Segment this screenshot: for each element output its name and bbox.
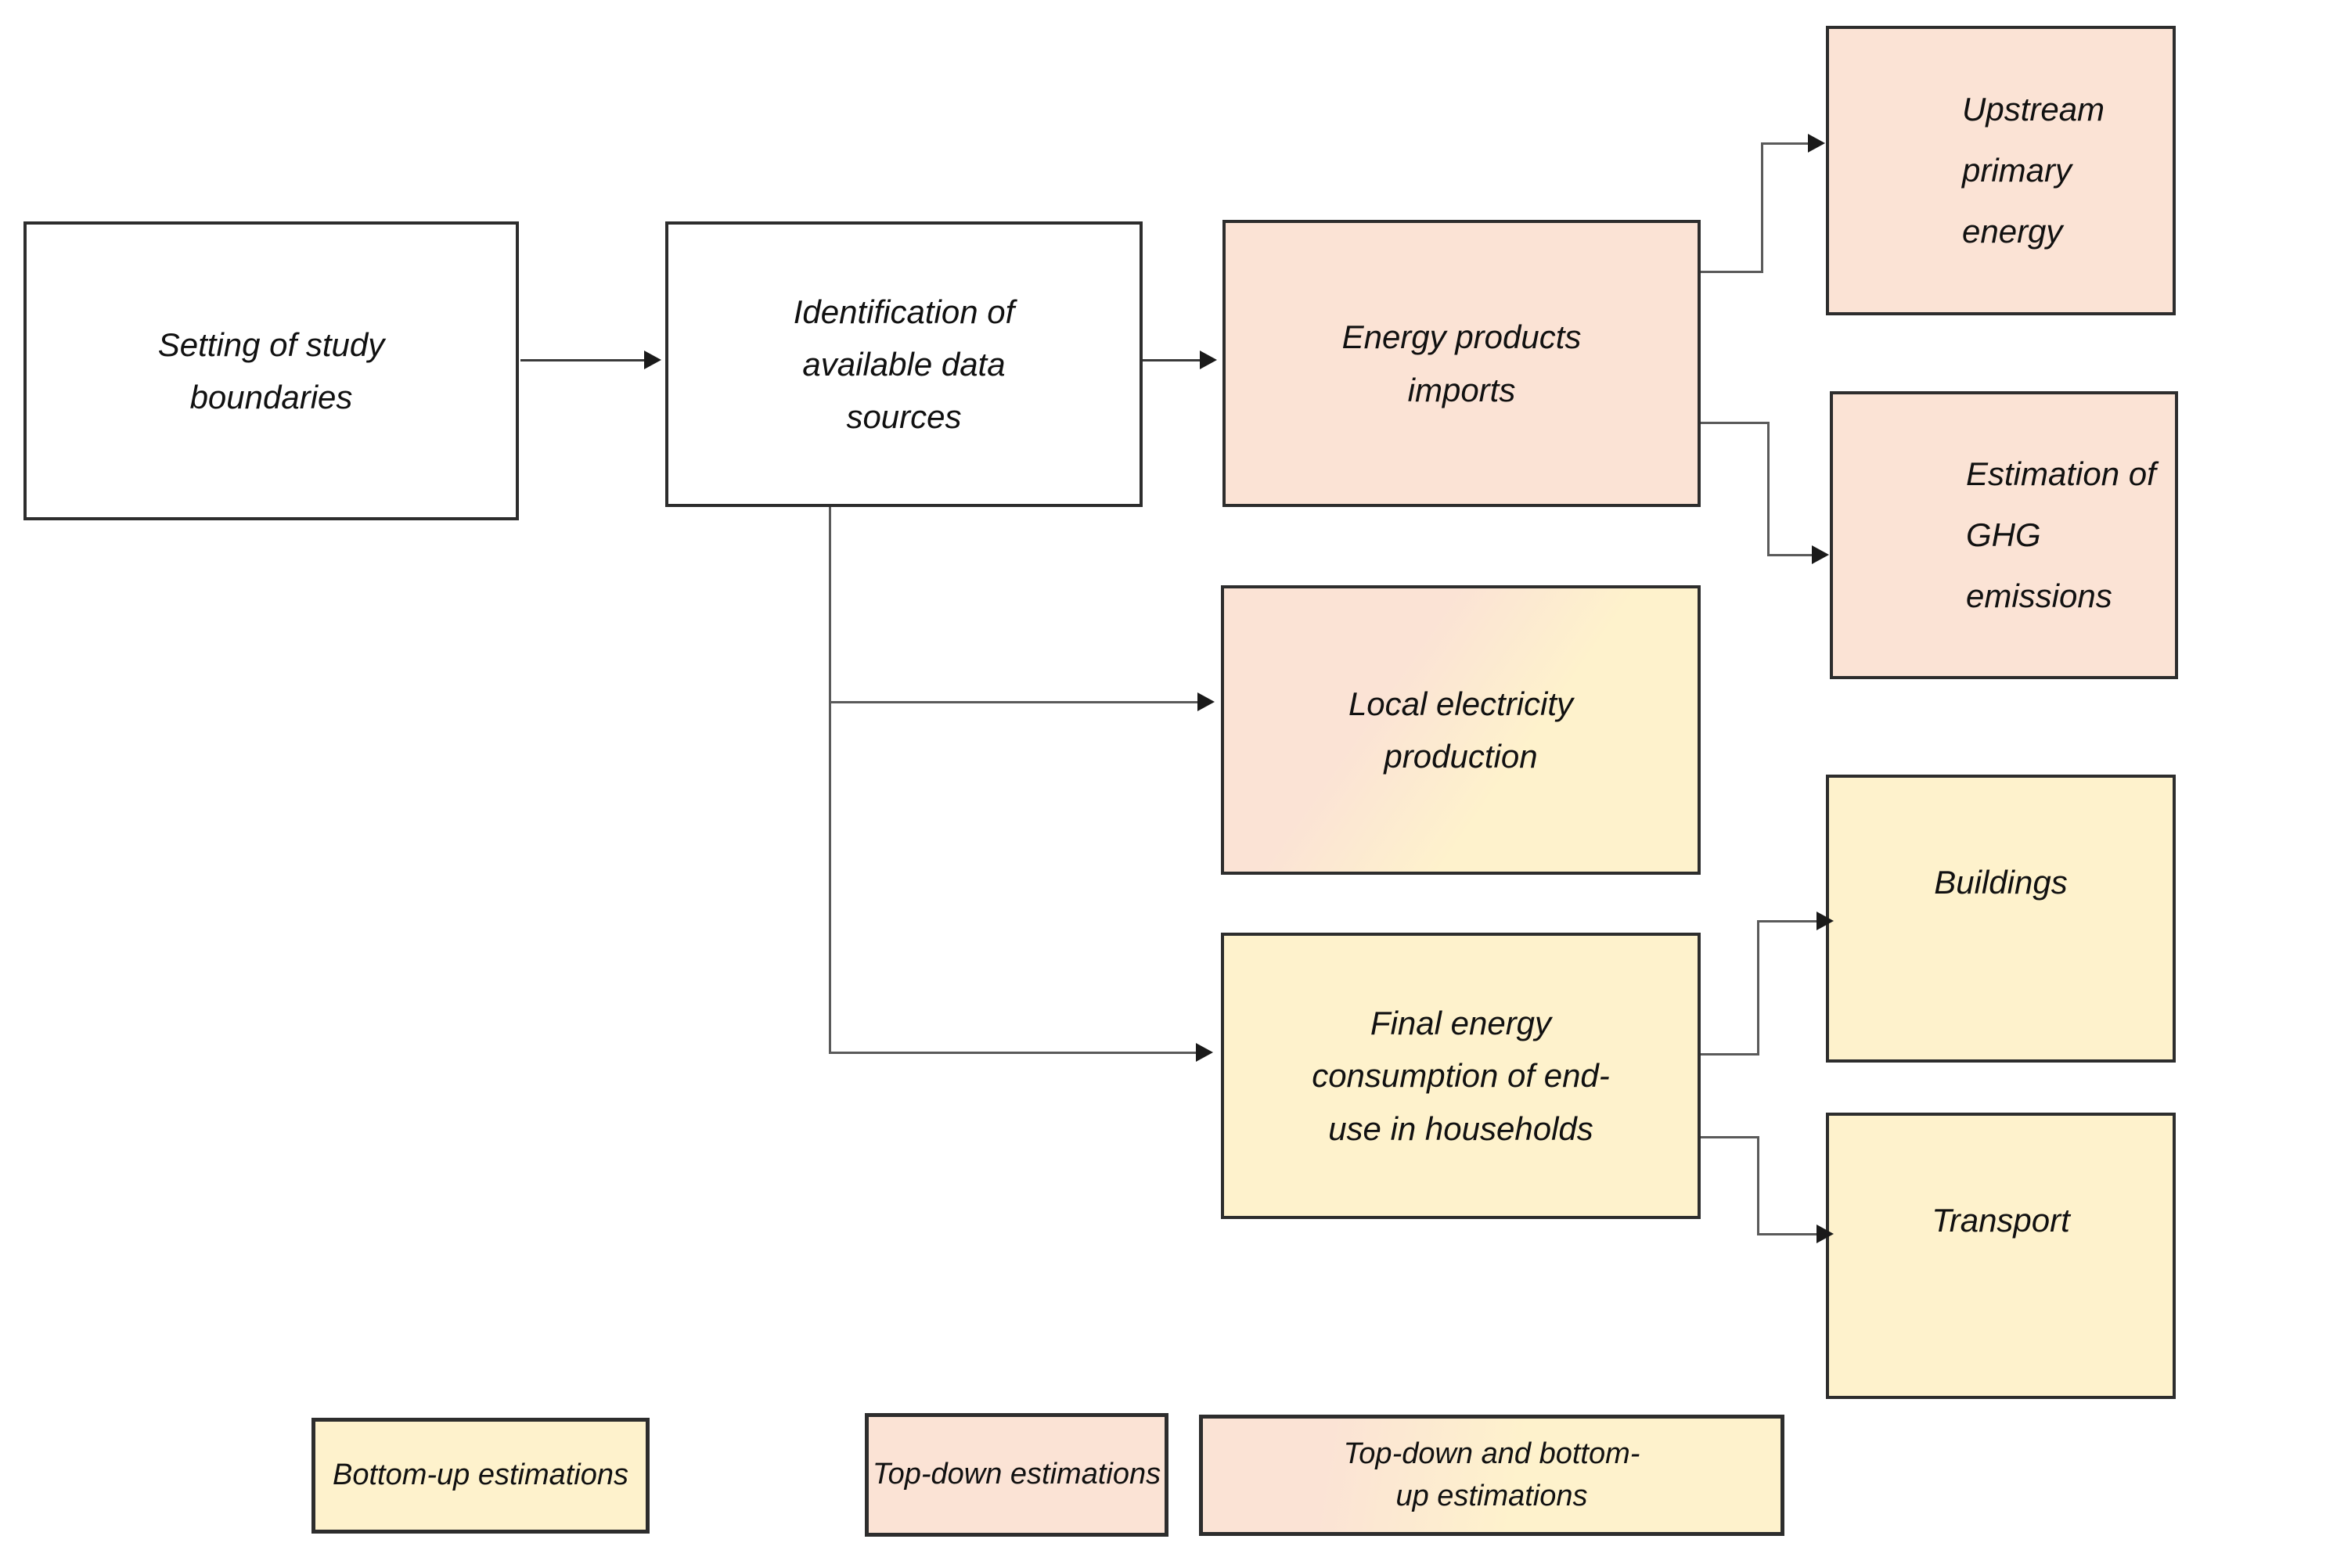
connector-energy-imports-to-ghg-v <box>1767 422 1770 556</box>
connector-setting-to-identification <box>520 359 646 361</box>
legend-top-down-estimations: Top-down estimations <box>865 1413 1168 1537</box>
arrow-head-icon <box>1817 1225 1834 1243</box>
connector-final-energy-to-transport-v <box>1757 1136 1759 1235</box>
arrow-head-icon <box>1817 912 1834 930</box>
arrow-head-icon <box>1812 545 1829 564</box>
connector-identification-trunk <box>829 507 831 1054</box>
connector-final-energy-to-buildings-h2 <box>1757 920 1818 922</box>
arrow-head-icon <box>644 351 661 369</box>
node-upstream-primary-energy: Upstream primary energy <box>1826 26 2176 315</box>
node-transport: Transport <box>1826 1113 2176 1399</box>
arrow-head-icon <box>1808 134 1825 153</box>
node-buildings: Buildings <box>1826 775 2176 1063</box>
arrow-head-icon <box>1197 692 1215 711</box>
connector-energy-imports-to-upstream-v <box>1761 143 1763 273</box>
connector-energy-imports-to-upstream-h1 <box>1701 271 1763 273</box>
connector-energy-imports-to-ghg-h1 <box>1701 422 1770 424</box>
connector-final-energy-to-transport-h1 <box>1701 1136 1759 1138</box>
node-estimation-of-ghg-emissions: Estimation of GHG emissions <box>1830 391 2178 679</box>
arrow-head-icon <box>1200 351 1217 369</box>
node-identification-of-available-data-sources: Identification of available data sources <box>665 221 1143 507</box>
connector-identification-to-energy-imports <box>1143 359 1201 361</box>
legend-top-down-and-bottom-up-estimations: Top-down and bottom- up estimations <box>1199 1415 1784 1536</box>
node-final-energy-consumption-households: Final energy consumption of end- use in … <box>1221 933 1701 1219</box>
node-local-electricity-production: Local electricity production <box>1221 585 1701 875</box>
connector-trunk-to-local-electricity <box>829 701 1197 703</box>
connector-trunk-to-final-energy <box>829 1052 1196 1054</box>
arrow-head-icon <box>1196 1043 1213 1062</box>
connector-final-energy-to-buildings-v <box>1757 920 1759 1056</box>
legend-bottom-up-estimations: Bottom-up estimations <box>311 1418 650 1534</box>
connector-final-energy-to-transport-h2 <box>1757 1233 1818 1235</box>
connector-energy-imports-to-ghg-h2 <box>1767 554 1814 556</box>
node-setting-of-study-boundaries: Setting of study boundaries <box>23 221 519 520</box>
connector-energy-imports-to-upstream-h2 <box>1761 142 1809 145</box>
node-energy-products-imports: Energy products imports <box>1222 220 1701 507</box>
connector-final-energy-to-buildings-h1 <box>1701 1053 1759 1056</box>
